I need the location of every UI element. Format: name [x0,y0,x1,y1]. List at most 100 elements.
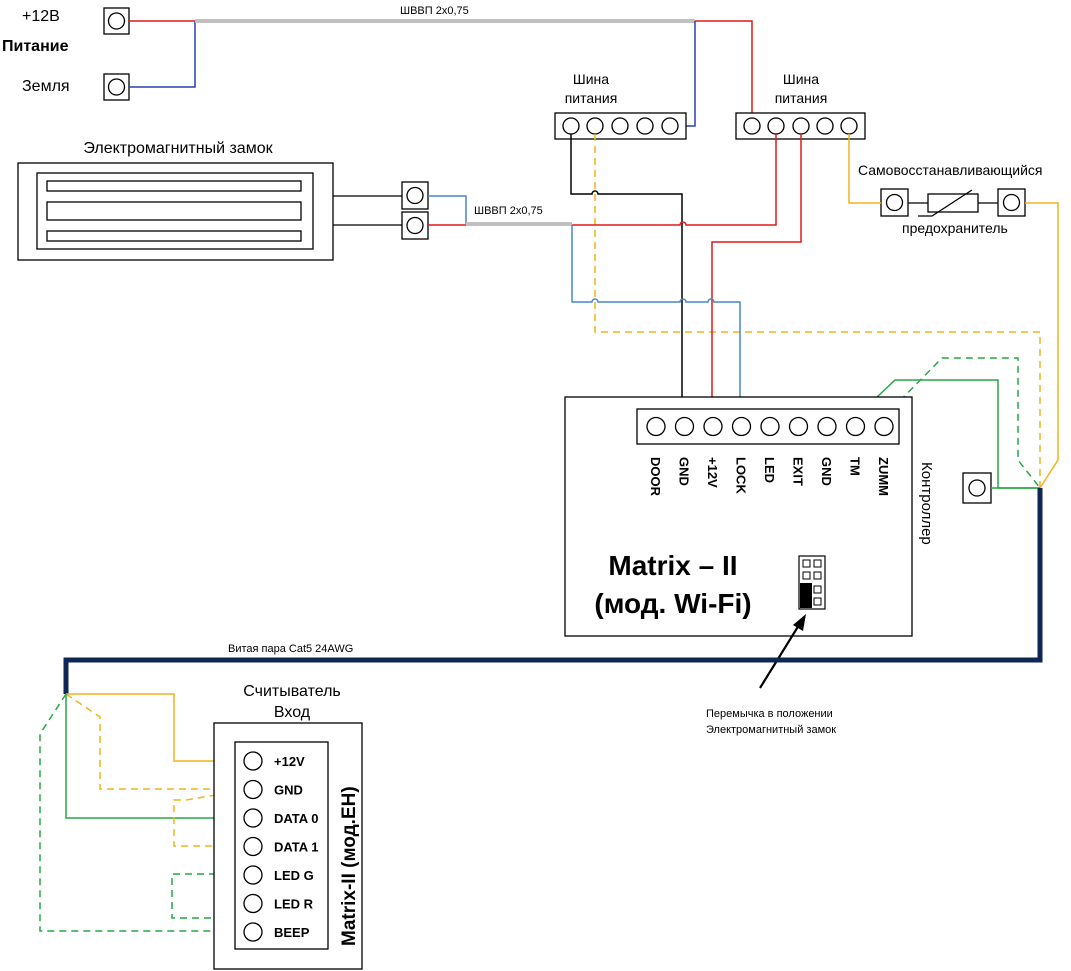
bus-left-line2: питания [565,90,618,106]
reader-terminal-label: GND [274,783,303,798]
controller-terminal-screw [845,416,866,437]
controller-terminal-label: DOOR [648,457,663,497]
controller-terminal-screw [646,416,666,437]
controller-terminal-labels: DOOR GND +12V LOCK LED EXIT GND TM ZUMM [648,457,891,497]
top-cable-label: ШВВП 2х0,75 [400,5,469,17]
reader-terminal-label: LED R [274,897,314,912]
wire-blue [129,21,196,88]
controller-terminal-screw [674,416,695,437]
jumper-pin [813,597,822,606]
controller-side-label: Контроллер [918,462,935,545]
reader-terminal-screw [243,808,263,828]
power-bus-right: Шина питания [735,71,866,140]
fuse-line1: Самовосстанавливающийся [858,162,1043,178]
ground-terminal-screw [107,78,126,96]
fuse: Самовосстанавливающийся предохранитель [858,162,1043,236]
bus-right-screw [840,117,858,135]
controller-terminal-screw [703,416,723,437]
lock-terminal-screw [406,186,424,205]
bus-right-screw [792,117,810,135]
power-bus-left: Шина питания [554,71,687,140]
top-cable: ШВВП 2х0,75 [129,5,753,127]
reader-terminal-screw [243,865,263,885]
reader-title-line1: Считыватель [243,683,341,700]
jumper-pin [802,571,811,580]
reader-terminal-screw [243,836,263,857]
controller-terminal-label: EXIT [791,457,806,486]
controller-name-line2: (мод. Wi-Fi) [594,588,751,619]
reader-terminal-label: LED G [274,868,314,883]
twisted-pair-sheath [63,488,1043,694]
jumper-pin [813,585,822,594]
bus-left-screw [636,117,654,135]
jumper-pin [813,571,822,580]
ground-label: Земля [22,78,70,95]
wire-green-dashed-beep [39,693,252,932]
reader-terminal-label: DATA 1 [274,840,319,855]
lock-cable: ШВВП 2х0,75 [428,195,572,226]
plus12-terminal-screw [107,12,126,30]
reader-terminal-label: DATA 0 [274,811,319,826]
wire-yellow [848,134,881,204]
wire-yellow-dashed-data1 [173,788,253,847]
wire-yellow-dashed [594,134,1041,488]
wire-green-data0 [65,694,252,819]
bus-left-line1: Шина [573,71,609,87]
lock-bar [46,201,302,221]
controller-terminal-label: GND [677,457,692,486]
jumper-pin [813,559,822,568]
twisted-pair-label: Витая пара Cat5 24AWG [228,643,353,655]
bus-right-screw [816,117,834,135]
reader-terminal-label: BEEP [274,925,310,940]
jumper-note-line1: Перемычка в положении [706,708,833,720]
plus12-label: +12В [22,8,60,25]
lock-terminal-screw [406,216,424,235]
controller-terminal-label: +12V [705,457,720,488]
fuse-ptc-mark [918,189,973,217]
controller-terminal-label: LOCK [734,457,749,494]
reader-screws [243,751,263,942]
bus-left-screw [661,117,679,135]
reader-terminal-label: +12V [274,754,305,769]
jumper-note: Перемычка в положении Электромагнитный з… [706,614,836,736]
bus-right-line2: питания [775,90,828,106]
wire-red [695,20,753,126]
controller-terminal-label: LED [762,457,777,483]
bus-left-screw [586,117,604,135]
jumper-block [798,555,826,610]
jumper-arrow-head [793,614,806,631]
fuse-terminal-screw [1002,193,1021,212]
controller-terminal-label: ZUMM [876,457,891,496]
reader-terminal-screw [243,922,263,942]
controller-screws [646,416,894,437]
controller: DOOR GND +12V LOCK LED EXIT GND TM ZUMM Контролл… [564,396,935,637]
controller-terminal-screw [817,416,837,437]
electromagnetic-lock: Электромагнитный замок [17,140,429,261]
wire-yellow-dashed-gnd [65,693,252,790]
wire-red-12v [711,134,802,416]
reader-terminal-screw [243,893,263,914]
wire-lightblue-lock [571,225,741,416]
bus-left-screw [562,117,580,135]
jumper-cap [800,583,812,608]
jumper-pin [802,559,811,568]
controller-terminal-label: TM [848,457,863,476]
wire-green-dashed-zumm [882,357,1041,489]
twisted-pair-cable: Витая пара Cat5 24AWG [63,488,1043,694]
wire-yellow-12v [66,693,252,762]
lock-cable-label: ШВВП 2х0,75 [474,205,543,217]
wire-black-gnd [570,134,683,416]
controller-terminal-label: GND [819,457,834,486]
fuse-line2: предохранитель [902,220,1008,236]
reader-side-label: Matrix-II (мод.EH) [339,786,360,946]
power-title: Питание [2,38,69,55]
jumper-arrow-line [759,624,800,689]
reader-terminal-screw [243,779,263,800]
controller-name-line1: Matrix – II [608,550,737,581]
reader-terminal-screw [243,751,263,771]
reader-terminal-labels: +12V GND DATA 0 DATA 1 LED G LED R BEEP [274,754,319,940]
controller-terminal-screw [760,416,780,437]
wire-lightblue [428,195,467,224]
